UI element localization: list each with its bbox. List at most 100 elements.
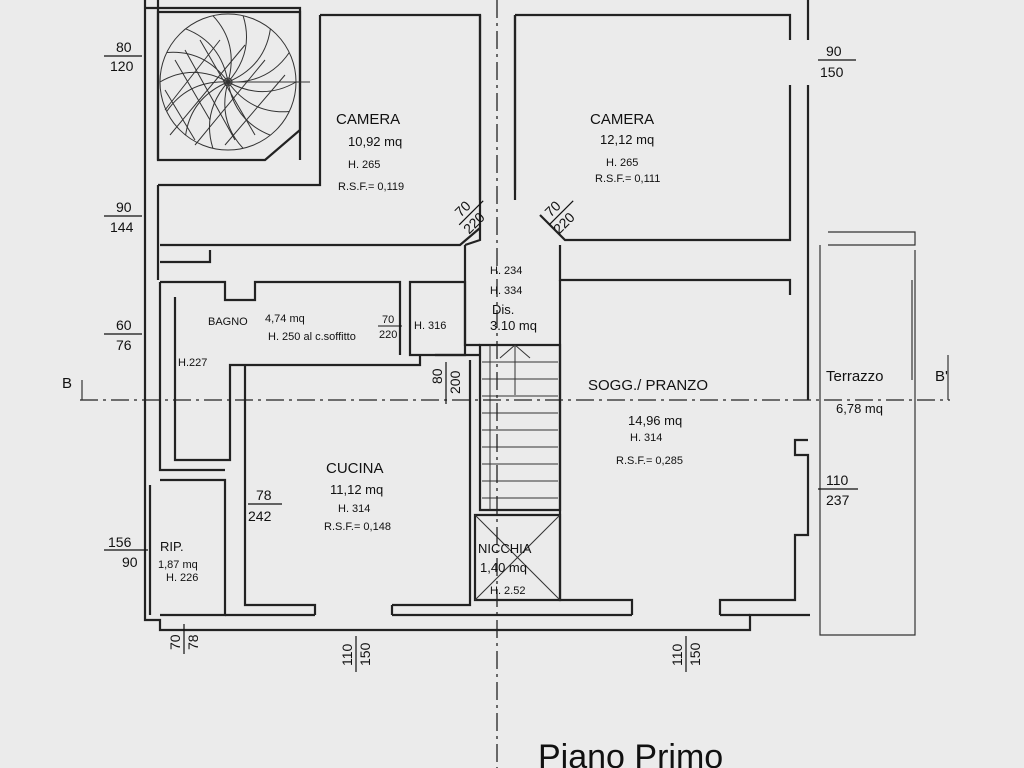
height-a: H. 234 (490, 265, 522, 277)
svg-text:60: 60 (116, 317, 132, 333)
dimension-window-camera1: 90 144 (104, 199, 142, 235)
stair-arrow (499, 344, 531, 395)
dimension-window-soggiorno-bottom: 110 150 (669, 636, 703, 672)
room-rsf: R.S.F.= 0,119 (338, 181, 404, 193)
spiral-staircase (159, 13, 310, 151)
dimension-window-camera2: 90 150 (818, 43, 856, 80)
spiral-step (224, 81, 244, 149)
room-rip: RIP. 1,87 mq H. 226 (158, 539, 198, 584)
svg-text:90: 90 (116, 199, 132, 215)
straight-stair (482, 345, 558, 510)
room-area: 6,78 mq (836, 401, 883, 416)
spiral-step (159, 72, 229, 83)
svg-text:78: 78 (256, 487, 272, 503)
room-height: H. 265 (606, 157, 638, 169)
dimension-window-rip: 156 90 (104, 534, 148, 570)
svg-text:110: 110 (826, 472, 849, 488)
spiral-step (212, 15, 232, 83)
spiral-step (209, 81, 229, 149)
room-soggiorno: SOGG./ PRANZO 14,96 mq H. 314 R.S.F.= 0,… (588, 377, 708, 467)
room-height-2: H.227 (178, 357, 207, 369)
room-rsf: R.S.F.= 0,285 (616, 455, 683, 467)
svg-text:237: 237 (826, 492, 850, 508)
room-area: 1,40 mq (480, 560, 527, 575)
dimension-door-camera2: 70 220 (541, 197, 577, 236)
room-nicchia: NICCHIA 1,40 mq H. 2.52 (478, 541, 532, 597)
height-b: H. 334 (490, 285, 522, 297)
section-label-right: B' (935, 368, 948, 385)
svg-text:110: 110 (669, 643, 685, 666)
room-name: Terrazzo (826, 368, 884, 385)
room-name: BAGNO (208, 316, 248, 328)
svg-text:80: 80 (116, 39, 132, 55)
room-rsf: R.S.F.= 0,148 (324, 521, 391, 533)
room-name: CUCINA (326, 460, 384, 477)
svg-text:156: 156 (108, 534, 132, 550)
room-dis: H. 234 H. 334 Dis. 3.10 mq H. 316 (414, 265, 537, 333)
room-area: 12,12 mq (600, 132, 654, 147)
svg-text:144: 144 (110, 219, 134, 235)
room-height: H. 265 (348, 159, 380, 171)
room-camera-1: CAMERA 10,92 mq H. 265 R.S.F.= 0,119 (336, 111, 404, 193)
room-height: H. 314 (338, 503, 370, 515)
room-area: 14,96 mq (628, 413, 682, 428)
svg-text:70: 70 (167, 634, 183, 650)
dimension-window-bagno: 60 76 (104, 317, 142, 353)
dimension-window-stair: 80 120 (104, 39, 142, 74)
svg-text:150: 150 (820, 64, 844, 80)
room-area: 3.10 mq (490, 318, 537, 333)
svg-text:220: 220 (379, 329, 397, 341)
room-height: H. 314 (630, 432, 662, 444)
dimension-door-cucina-top: 80 200 (429, 362, 463, 404)
svg-text:150: 150 (357, 642, 373, 666)
room-camera-2: CAMERA 12,12 mq H. 265 R.S.F.= 0,111 (590, 111, 660, 185)
room-height: H. 2.52 (490, 585, 525, 597)
room-name: NICCHIA (478, 541, 532, 556)
dimension-window-soggiorno-side: 110 237 (818, 472, 858, 508)
nicchia-cross (474, 514, 561, 601)
spiral-step (185, 81, 229, 136)
room-cucina: CUCINA 11,12 mq H. 314 R.S.F.= 0,148 (324, 460, 391, 533)
spiral-step (227, 81, 290, 113)
dimension-door-rip: 70 78 (167, 624, 201, 654)
dimension-door-camera1: 70 220 (451, 197, 487, 236)
room-height: H. 250 al c.soffitto (268, 331, 356, 343)
spiral-step (166, 51, 229, 83)
room-terrazzo: Terrazzo 6,78 mq (826, 368, 884, 416)
plan-title: Piano Primo (538, 738, 723, 768)
room-name: RIP. (160, 539, 184, 554)
svg-text:242: 242 (248, 508, 272, 524)
spiral-step (227, 81, 271, 136)
svg-text:76: 76 (116, 337, 132, 353)
walls (143, 0, 916, 636)
room-area: 4,74 mq (265, 313, 305, 325)
svg-text:80: 80 (429, 368, 445, 384)
spiral-step (227, 28, 271, 83)
svg-text:120: 120 (110, 58, 134, 74)
height-c: H. 316 (414, 320, 446, 332)
section-label-left: B (62, 375, 72, 392)
svg-text:90: 90 (826, 43, 842, 59)
room-name: SOGG./ PRANZO (588, 377, 708, 394)
dimension-door-bagno: 70 220 (378, 314, 402, 341)
room-name: Dis. (492, 302, 514, 317)
spiral-step (166, 81, 229, 112)
spiral-step (227, 81, 297, 92)
svg-text:200: 200 (447, 370, 463, 394)
room-name: CAMERA (336, 111, 400, 128)
dimension-door-cucina-side: 78 242 (248, 487, 282, 524)
room-area: 1,87 mq (158, 559, 198, 571)
spiral-step (185, 28, 229, 83)
room-area: 10,92 mq (348, 134, 402, 149)
svg-text:90: 90 (122, 554, 138, 570)
svg-text:110: 110 (339, 643, 355, 666)
svg-text:78: 78 (185, 634, 201, 650)
svg-text:70: 70 (382, 314, 394, 326)
room-name: CAMERA (590, 111, 654, 128)
spiral-step (227, 15, 247, 83)
room-bagno: BAGNO 4,74 mq H. 250 al c.soffitto H.227 (178, 313, 356, 369)
room-height: H. 226 (166, 572, 198, 584)
room-rsf: R.S.F.= 0,111 (595, 173, 660, 185)
svg-text:150: 150 (687, 642, 703, 666)
